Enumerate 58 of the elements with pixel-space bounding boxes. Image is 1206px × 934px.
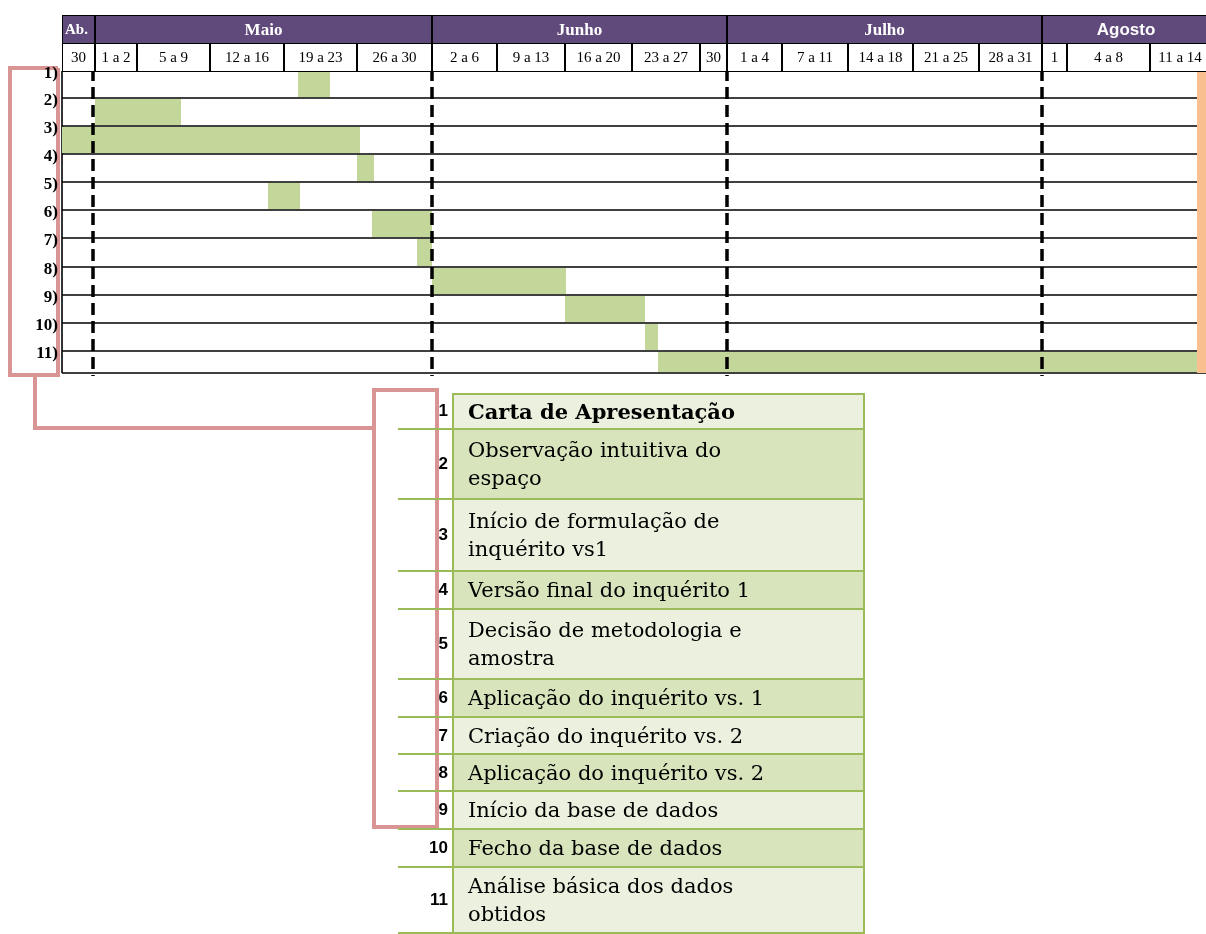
task-name-cell: Decisão de metodologia e amostra: [452, 610, 865, 680]
week-header-cell: 1: [1042, 43, 1067, 72]
gantt-bar: [417, 239, 432, 266]
week-header-cell: 11 a 14: [1150, 43, 1206, 72]
task-name-cell: Observação intuitiva do espaço: [452, 430, 865, 500]
gantt-bar: [298, 72, 330, 97]
gantt-bar: [565, 296, 645, 322]
month-header-cell: Maio: [95, 15, 432, 44]
task-name-cell: Análise básica dos dados obtidos: [452, 868, 865, 934]
gantt-bar: [357, 155, 374, 181]
row-number: 2): [42, 90, 58, 110]
row-number: 10): [34, 315, 58, 335]
week-header-cell: 19 a 23: [284, 43, 357, 72]
row-number: 1): [42, 63, 58, 83]
week-header-cell: 9 a 13: [497, 43, 565, 72]
row-number: 6): [42, 202, 58, 222]
week-header-cell: 16 a 20: [565, 43, 632, 72]
week-header-cell: 14 a 18: [848, 43, 913, 72]
week-header-cell: 2 a 6: [432, 43, 497, 72]
week-header-cell: 7 a 11: [782, 43, 848, 72]
task-name-cell: Criação do inquérito vs. 2: [452, 718, 865, 755]
gantt-bar: [372, 211, 432, 237]
week-header-cell: 23 a 27: [632, 43, 700, 72]
week-header-cell: 12 a 16: [210, 43, 284, 72]
week-header-cell: 21 a 25: [913, 43, 979, 72]
task-name-cell: Versão final do inquérito 1: [452, 572, 865, 610]
week-header-cell: 4 a 8: [1067, 43, 1150, 72]
gantt-bar: [432, 268, 566, 294]
current-week-marker: [1197, 71, 1206, 373]
week-header-cell: 1 a 4: [727, 43, 782, 72]
row-number: 5): [42, 174, 58, 194]
gantt-bar: [645, 324, 658, 350]
task-name-cell: Início de formulação de inquérito vs1: [452, 500, 865, 572]
week-header-cell: 30: [62, 43, 95, 72]
week-header-cell: 1 a 2: [95, 43, 137, 72]
gantt-bar: [268, 183, 300, 209]
row-number: 3): [42, 118, 58, 138]
task-name-cell: Aplicação do inquérito vs. 1: [452, 680, 865, 718]
row-number: 9): [42, 287, 58, 307]
row-number: 4): [42, 146, 58, 166]
week-header-cell: 26 a 30: [357, 43, 432, 72]
task-name-cell: Início da base de dados: [452, 792, 865, 830]
row-number: 7): [42, 230, 58, 250]
gantt-bar: [95, 99, 181, 125]
gantt-bar: [62, 127, 360, 153]
task-name-cell: Fecho da base de dados: [452, 830, 865, 868]
row-number: 11): [35, 343, 58, 363]
gantt-bar: [658, 352, 1197, 372]
month-header-cell: Junho: [432, 15, 727, 44]
month-header-cell: Agosto: [1042, 15, 1206, 44]
week-header-cell: 30: [700, 43, 727, 72]
week-header-cell: 28 a 31: [979, 43, 1042, 72]
task-name-cell: Carta de Apresentação: [452, 393, 865, 430]
row-number: 8): [42, 259, 58, 279]
month-header-cell: Ab.: [62, 15, 95, 44]
month-header-cell: Julho: [727, 15, 1042, 44]
week-header-cell: 5 a 9: [137, 43, 210, 72]
task-name-cell: Aplicação do inquérito vs. 2: [452, 755, 865, 792]
